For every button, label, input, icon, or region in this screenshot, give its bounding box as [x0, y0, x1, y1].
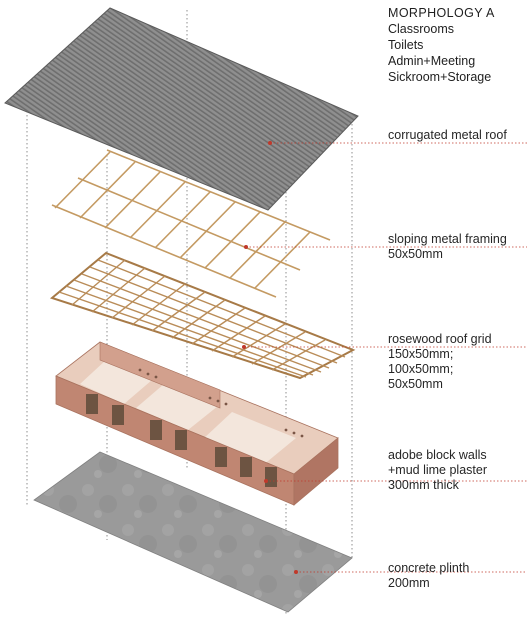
label-grid: rosewood roof grid 150x50mm; 100x50mm; 5… [388, 332, 492, 391]
concrete-plinth [33, 451, 353, 613]
leader-dots [242, 141, 298, 574]
legend: MORPHOLOGY A Classrooms Toilets Admin+Me… [388, 5, 495, 85]
label-framing: sloping metal framing 50x50mm [388, 232, 507, 261]
leader-lines [244, 142, 527, 573]
label-plinth: concrete plinth 200mm [388, 561, 470, 590]
legend-item: Sickroom+Storage [388, 70, 492, 84]
legend-item: Toilets [388, 38, 424, 52]
corrugated-metal-roof [4, 7, 359, 211]
label-roof: corrugated metal roof [388, 128, 507, 142]
label-walls: adobe block walls +mud lime plaster 300m… [388, 448, 487, 492]
legend-item: Admin+Meeting [388, 54, 476, 68]
rosewood-roof-grid [49, 251, 356, 380]
sloping-metal-framing [51, 149, 331, 298]
legend-title: MORPHOLOGY A [388, 6, 495, 20]
adobe-walls [55, 341, 339, 506]
legend-item: Classrooms [388, 22, 454, 36]
